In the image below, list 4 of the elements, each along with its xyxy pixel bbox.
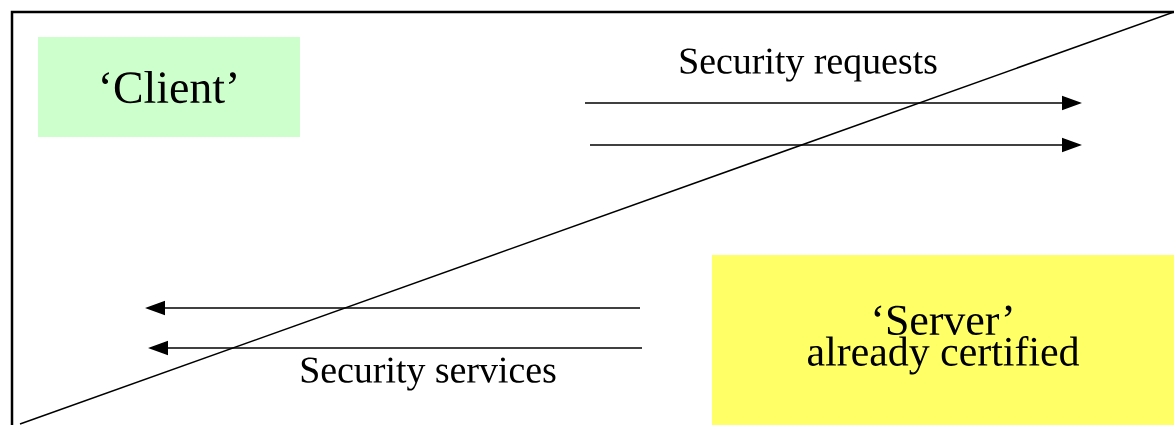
text-box: ‘Client’ <box>38 37 300 137</box>
arrow-label: Security services <box>301 357 556 391</box>
arrow-label: Security requests <box>680 48 937 82</box>
text-box: ‘Server’ already certified <box>712 255 1174 425</box>
